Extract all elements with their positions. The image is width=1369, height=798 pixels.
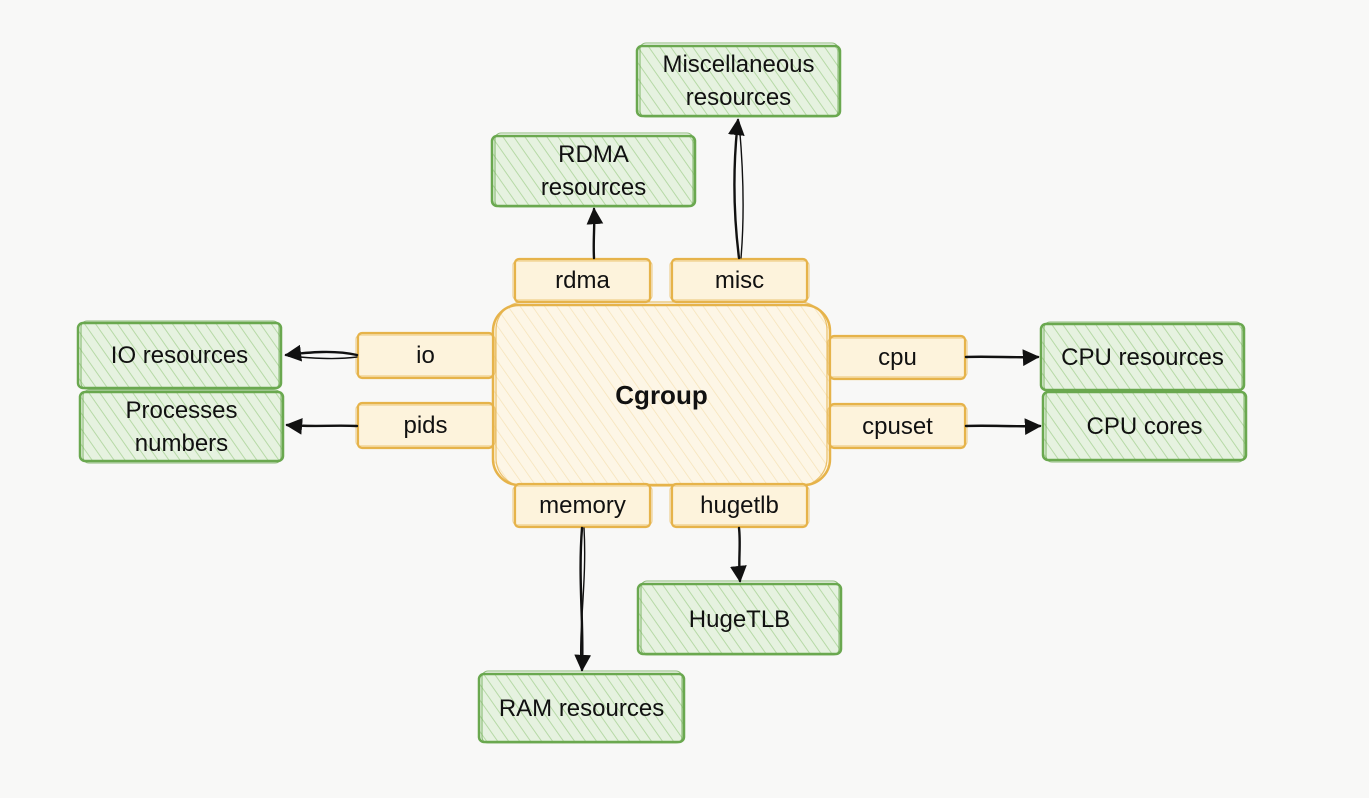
arrows <box>284 118 1042 672</box>
io-controller-box <box>356 331 495 380</box>
misc-arrow <box>727 118 745 260</box>
misc-arrow-sketch <box>738 121 744 259</box>
cgroup-box <box>491 303 832 487</box>
cpu-controller-box <box>828 334 967 381</box>
misc-controller-box <box>670 257 809 304</box>
hugetlb-resource-box <box>636 582 843 656</box>
cpu-arrow <box>964 349 1040 367</box>
resource-boxes <box>76 44 1248 744</box>
memory-resource-box <box>477 672 686 744</box>
memory-arrow-sketch <box>579 527 586 669</box>
cpuset-controller-box <box>828 402 967 450</box>
cpu-resource-box <box>1039 322 1246 392</box>
rdma-resource-box <box>490 134 697 208</box>
io-arrow-sketch <box>287 355 358 360</box>
controller-boxes <box>356 257 967 529</box>
pids-resource-box <box>78 390 285 463</box>
io-resource-box <box>76 321 283 390</box>
pids-arrow <box>285 417 359 435</box>
memory-arrow <box>574 526 592 672</box>
cgroup-box-sketch <box>495 301 828 487</box>
rdma-arrow <box>586 207 604 260</box>
rdma-controller-box <box>513 257 652 304</box>
hugetlb-arrow <box>730 526 747 583</box>
io-arrow <box>284 344 359 362</box>
memory-controller-box <box>513 482 652 529</box>
misc-resource-box <box>635 44 842 118</box>
cpuset-arrow <box>964 418 1042 435</box>
cpuset-resource-box <box>1041 390 1248 462</box>
pids-controller-box <box>356 401 495 450</box>
hugetlb-controller-box <box>670 482 809 529</box>
